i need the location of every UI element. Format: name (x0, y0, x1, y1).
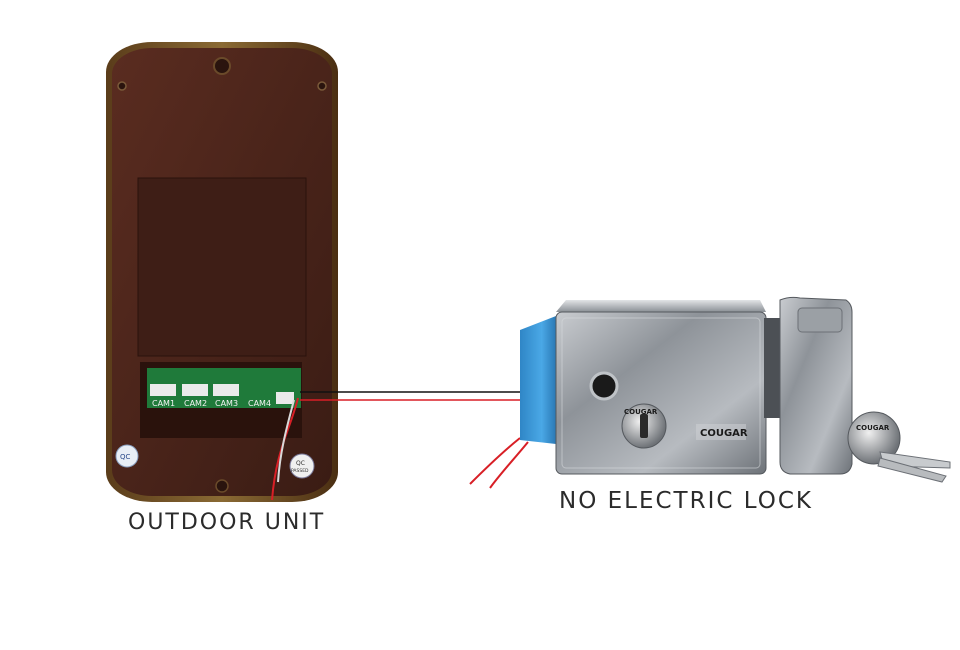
connector-cam3 (213, 384, 239, 396)
cylinder-brand-text: COUGAR (624, 408, 658, 416)
recessed-panel (138, 178, 306, 356)
lock-key-cylinder: COUGAR (622, 404, 666, 448)
key-ring: COUGAR (848, 412, 950, 482)
connector-cam2 (182, 384, 208, 396)
lock-front-face (556, 312, 766, 474)
pcb-label-cam4: CAM4 (248, 399, 271, 408)
qc-passed-top-text: QC (296, 460, 305, 467)
screw-top-center-icon (214, 58, 230, 74)
qc-passed-sticker: QC PASSED (290, 454, 314, 478)
electric-lock: COUGAR COUGAR COUGAR (470, 297, 950, 488)
lock-release-button (591, 373, 617, 399)
lock-loose-wire-red-2 (490, 442, 528, 488)
key-brand-text: COUGAR (856, 424, 890, 432)
qc-sticker-text: QC (120, 453, 131, 461)
outdoor-unit: CAM1 CAM2 CAM3 CAM4 QC QC PASSED (106, 42, 338, 502)
pcb-label-cam1: CAM1 (152, 399, 175, 408)
lock-blue-side-cover (520, 316, 556, 444)
qc-passed-bottom-text: PASSED (291, 468, 309, 474)
electric-lock-caption: NO ELECTRIC LOCK (559, 488, 813, 514)
qc-sticker: QC (116, 445, 138, 467)
outdoor-unit-caption: OUTDOOR UNIT (128, 510, 325, 535)
pcb-label-cam3: CAM3 (215, 399, 238, 408)
pcb-label-cam2: CAM2 (184, 399, 207, 408)
lock-top-face (556, 300, 766, 312)
lock-brand-logo: COUGAR (700, 428, 748, 439)
pcb-board: CAM1 CAM2 CAM3 CAM4 (147, 368, 301, 408)
screw-bottom-center-icon (216, 480, 228, 492)
screw-top-left-icon (118, 82, 126, 90)
connector-cam4 (276, 392, 294, 404)
connector-cam1 (150, 384, 176, 396)
screw-top-right-icon (318, 82, 326, 90)
